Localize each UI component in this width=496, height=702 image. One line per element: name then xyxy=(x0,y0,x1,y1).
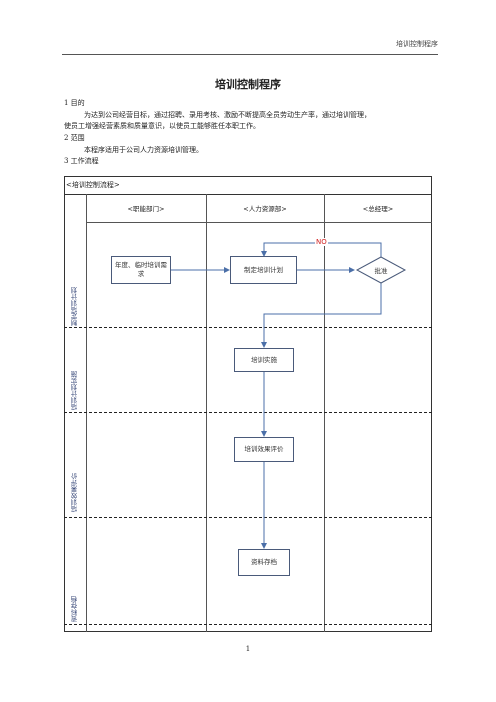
section-heading-scope: 2 范围 xyxy=(64,134,85,142)
section-heading-workflow: 3 工作流程 xyxy=(64,157,99,165)
scope-line-1: 本程序适用于公司人力资源培训管理。 xyxy=(84,146,203,154)
lane-divider-2 xyxy=(324,194,325,632)
lane-header-divider xyxy=(86,222,432,223)
node-make-training-plan: 制定培训计划 xyxy=(230,256,297,284)
phase-separator-1 xyxy=(64,327,432,328)
section-heading-purpose: 1 目的 xyxy=(64,99,85,107)
lane-header-general-manager: <总经理> xyxy=(362,205,394,213)
lane-header-functional-dept: <职能部门> xyxy=(127,205,165,213)
document-title: 培训控制程序 xyxy=(215,78,281,91)
phase-separator-2 xyxy=(64,412,432,413)
purpose-line-2: 使员工增强经营素质和质量意识，以使员工能够胜任本职工作。 xyxy=(64,122,260,130)
lane-header-hr-dept: <人力资源部> xyxy=(243,205,287,213)
phase-separator-3 xyxy=(64,517,432,518)
lane-divider-1 xyxy=(206,194,207,632)
node-approve-label: 批准 xyxy=(374,267,388,275)
phase-separator-4 xyxy=(64,624,432,625)
flowchart-title: <培训控制流程> xyxy=(66,181,120,189)
title-row-divider xyxy=(64,194,432,195)
running-header: 培训控制程序 xyxy=(396,40,438,48)
reject-label: NO xyxy=(315,238,328,246)
phase-column-divider xyxy=(86,194,87,632)
header-rule xyxy=(62,54,438,55)
node-archive: 资料存档 xyxy=(238,549,290,576)
purpose-line-1: 为达到公司经营目标，通过招聘、录用考核、激励不断提高全员劳动生产率，通过培训管理… xyxy=(84,111,371,119)
approve-diamond-shape xyxy=(355,256,407,284)
arrow-approve-to-implement xyxy=(261,282,382,348)
node-training-implementation: 培训实施 xyxy=(234,348,294,372)
node-training-demand: 年度、临时培训需求 xyxy=(111,256,171,284)
flowchart-frame xyxy=(64,176,432,632)
page-number: 1 xyxy=(245,645,251,653)
node-training-evaluation: 培训效果评价 xyxy=(234,437,294,462)
